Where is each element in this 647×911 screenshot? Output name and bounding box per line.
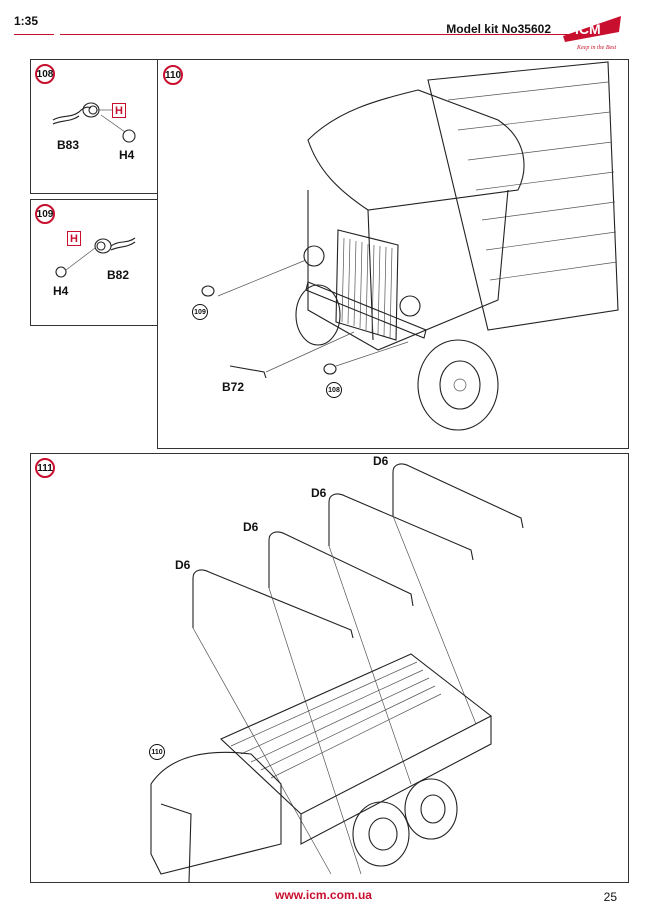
step-ref-109: 109 bbox=[192, 304, 208, 320]
step-110-badge: 110 bbox=[163, 65, 183, 85]
part-d6-label: D6 bbox=[311, 486, 327, 500]
header-rule-left bbox=[14, 34, 54, 35]
part-b83-label: B83 bbox=[57, 138, 80, 152]
part-b72-label: B72 bbox=[222, 380, 245, 394]
icm-logo: ICM Keep in the Best bbox=[561, 10, 623, 52]
part-b82-label: B82 bbox=[107, 268, 130, 282]
part-d6-label: D6 bbox=[175, 558, 191, 572]
logo-tagline: Keep in the Best bbox=[576, 45, 616, 51]
step-109-badge: 109 bbox=[35, 204, 55, 224]
truck-tilt-frame-drawing bbox=[150, 463, 524, 882]
step-108-panel: 108 H B83 H4 bbox=[30, 59, 159, 194]
truck-cab-front-drawing bbox=[201, 61, 619, 431]
step-108-badge: 108 bbox=[35, 64, 55, 84]
step-ref-110: 110 bbox=[149, 744, 165, 760]
step-111-badge: 111 bbox=[35, 458, 55, 478]
step-111-panel: 111 D6 D6 D6 D6 110 bbox=[30, 453, 629, 883]
step-108-marker-h: H bbox=[112, 103, 126, 118]
headlight-drawing bbox=[52, 102, 136, 143]
step-109-marker-h: H bbox=[67, 231, 81, 246]
step-109-panel: 109 H H4 B82 bbox=[30, 199, 159, 326]
step-ref-108: 108 bbox=[326, 382, 342, 398]
header-rule bbox=[60, 34, 577, 35]
part-d6-label: D6 bbox=[243, 520, 259, 534]
headlight-drawing bbox=[55, 237, 136, 278]
part-h4-label: H4 bbox=[119, 148, 135, 162]
page-number: 25 bbox=[603, 890, 617, 904]
step-110-panel: 110 109 108 B72 bbox=[157, 59, 629, 449]
part-d6-label: D6 bbox=[373, 454, 389, 468]
scale-label: 1:35 bbox=[14, 14, 39, 28]
model-kit-number: Model kit No35602 bbox=[446, 22, 551, 36]
footer-url: www.icm.com.ua bbox=[275, 888, 372, 902]
logo-text: ICM bbox=[575, 21, 601, 37]
part-h4-label: H4 bbox=[53, 284, 69, 298]
